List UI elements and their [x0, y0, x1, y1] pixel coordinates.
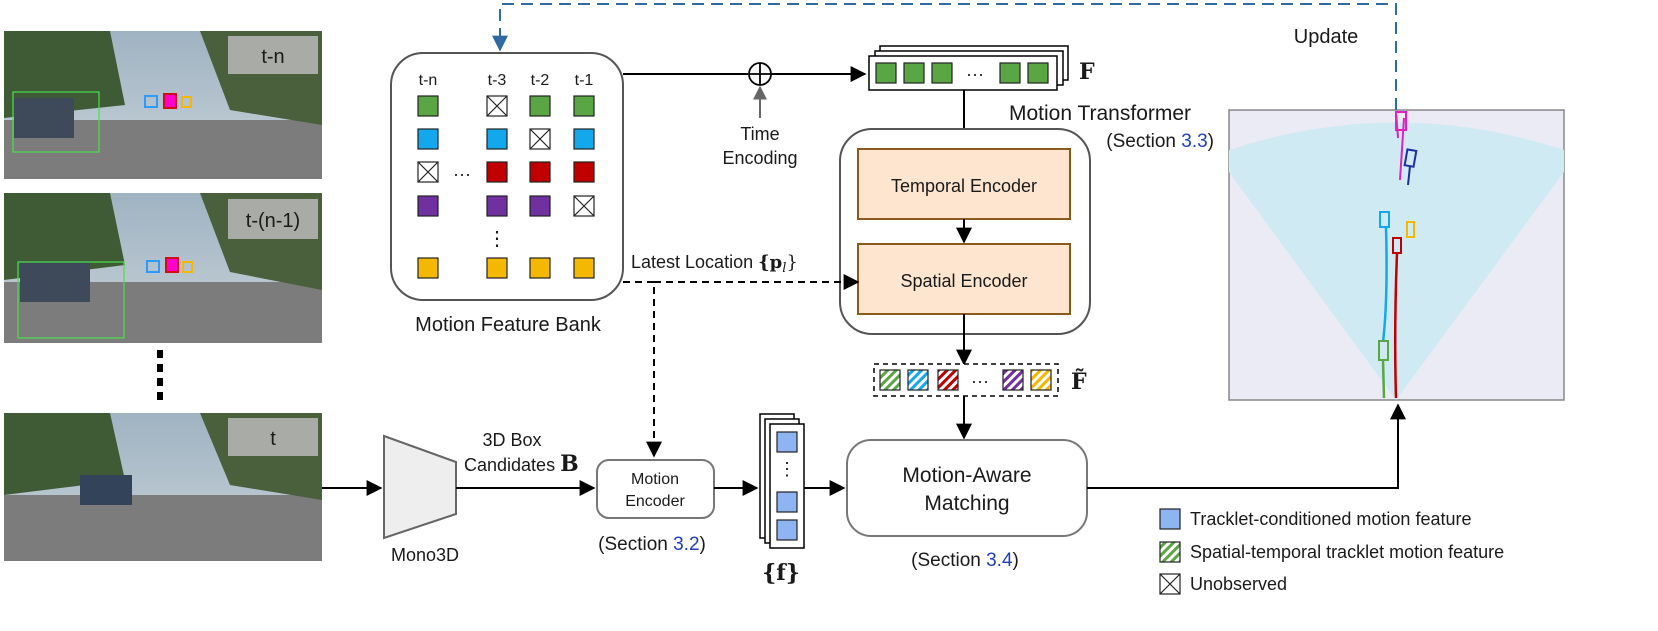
svg-text:⋮: ⋮ [778, 459, 796, 479]
svg-text:···: ··· [966, 64, 984, 84]
bank-title: Motion Feature Bank [415, 314, 602, 336]
legend: Tracklet-conditioned motion feature Spat… [1159, 508, 1504, 595]
box-candidates-line1: 3D Box [482, 430, 541, 450]
motion-encoder-line2: Encoder [625, 493, 685, 510]
spatial-encoder [857, 243, 1071, 315]
unobserved-icon [1159, 573, 1181, 595]
latest-location-label: Latest Location {pl} [631, 252, 798, 276]
temporal-encoder [857, 148, 1071, 220]
unobserved-icon [417, 161, 439, 183]
legend-label: Spatial-temporal tracklet motion feature [1190, 542, 1504, 562]
frame-label: t [270, 428, 276, 450]
legend-swatch-tracklet [1159, 508, 1181, 530]
feature-stack-F: ··· [868, 45, 1069, 91]
feature-F-label: F [1079, 59, 1095, 85]
camera-frame-t-n-minus-1: t-(n-1) [4, 193, 322, 343]
bank-ellipsis-v: ⋮ [487, 228, 507, 250]
mono3d-label: Mono3D [391, 545, 459, 565]
frame-label: t-(n-1) [246, 210, 300, 232]
legend-label: Tracklet-conditioned motion feature [1190, 509, 1471, 529]
matching-line1: Motion-Aware [902, 464, 1031, 487]
time-encoding-line1: Time [740, 124, 779, 144]
svg-text:···: ··· [971, 371, 989, 391]
feature-f-label: {f} [762, 560, 800, 586]
motion-aware-matching [846, 439, 1088, 537]
transformer-title: Motion Transformer [1009, 102, 1191, 125]
bank-col-label: t-2 [531, 72, 550, 89]
frame-ellipsis [157, 350, 163, 400]
mono3d-detector [383, 434, 457, 540]
legend-swatch-spatial-temporal [1159, 541, 1181, 563]
motion-encoder-section: (Section 3.2) [598, 534, 706, 555]
motion-feature-bank: t-n t-3 t-2 t-1 ··· ⋮ [390, 52, 624, 301]
bank-col-label: t-3 [488, 72, 507, 89]
bank-col-label: t-n [419, 72, 438, 89]
add-icon [748, 62, 772, 86]
spatial-encoder-label: Spatial Encoder [900, 271, 1027, 291]
matching-section: (Section 3.4) [911, 550, 1019, 571]
bank-col-label: t-1 [575, 72, 594, 89]
unobserved-icon [573, 195, 595, 217]
feature-stack-F-tilde: ··· [873, 363, 1059, 397]
time-encoding-line2: Encoding [722, 148, 797, 168]
feature-F-tilde-label: F̃ [1071, 369, 1087, 395]
bev-tracking-view [1228, 109, 1565, 401]
temporal-encoder-label: Temporal Encoder [891, 176, 1037, 196]
frame-label: t-n [261, 46, 284, 68]
update-label: Update [1294, 26, 1359, 48]
camera-frame-t-n: t-n [4, 31, 322, 179]
transformer-section: (Section 3.3) [1106, 131, 1214, 152]
unobserved-icon [486, 95, 508, 117]
bank-ellipsis-h: ··· [453, 164, 471, 184]
matching-line2: Matching [924, 492, 1009, 515]
camera-frame-t: t [4, 413, 322, 561]
motion-encoder-line1: Motion [631, 471, 679, 488]
feature-stack-f: ⋮ [759, 413, 805, 549]
unobserved-icon [529, 128, 551, 150]
legend-label: Unobserved [1190, 574, 1287, 594]
